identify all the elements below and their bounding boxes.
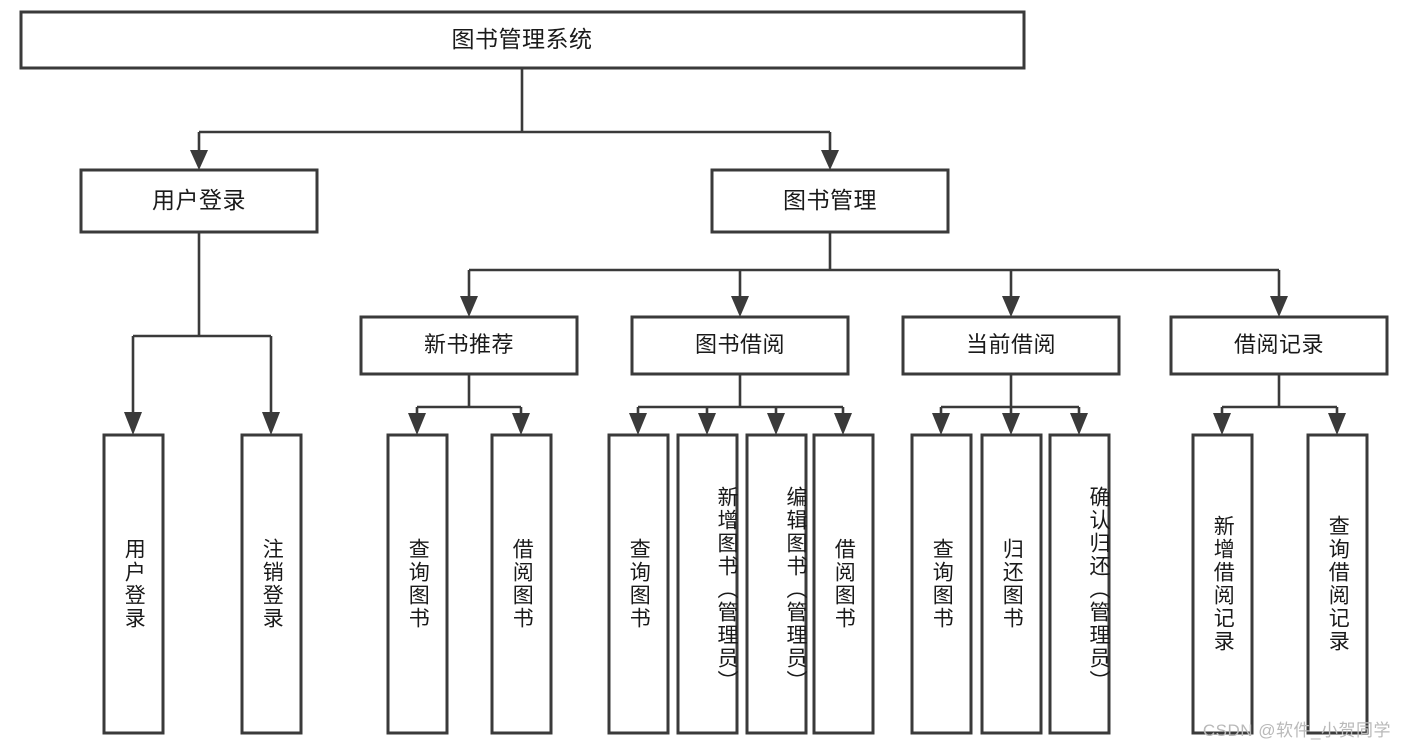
arrow-current-leaf-2 [1002, 413, 1020, 435]
node-current-borrow[interactable] [901, 315, 1121, 376]
arrow-current-leaf-3 [1070, 413, 1088, 435]
node-book-management-label: 图书管理 [783, 187, 877, 213]
node-leaf-book-borrow-4[interactable] [812, 433, 875, 735]
arrow-borrow-leaf-2 [698, 413, 716, 435]
node-leaf-user-login-2[interactable] [240, 433, 303, 735]
arrow-records-leaf-1 [1213, 413, 1231, 435]
node-leaf-current-borrow-3[interactable] [1048, 433, 1111, 735]
node-layer: 图书管理系统 用户登录 图书管理 新书推荐 图书借阅 当前借阅 借阅记录 [19, 10, 1389, 735]
node-user-login-label: 用户登录 [152, 187, 246, 213]
node-new-book-recommend-label: 新书推荐 [424, 332, 514, 357]
node-leaf-user-login-1[interactable] [102, 433, 165, 735]
node-leaf-book-borrow-1[interactable] [607, 433, 670, 735]
node-user-login[interactable] [79, 168, 319, 234]
arrow-bookmgmt-to-records [1270, 296, 1288, 317]
arrow-bookmgmt-to-current [1002, 296, 1020, 317]
arrow-records-leaf-2 [1328, 413, 1346, 435]
node-leaf-book-borrow-2[interactable] [676, 433, 739, 735]
node-new-book-recommend[interactable] [359, 315, 579, 376]
arrow-borrow-leaf-1 [629, 413, 647, 435]
node-leaf-book-borrow-3[interactable] [745, 433, 808, 735]
node-leaf-borrow-records-2[interactable] [1306, 433, 1369, 735]
arrow-new-leaf-2 [512, 413, 530, 435]
arrow-new-leaf-1 [408, 413, 426, 435]
node-current-borrow-label: 当前借阅 [966, 332, 1056, 357]
connector-layer [124, 68, 1346, 435]
csdn-watermark: CSDN @软件_小贺同学 [1202, 721, 1391, 740]
node-leaf-borrow-records-1[interactable] [1191, 433, 1254, 735]
node-leaf-current-borrow-2[interactable] [980, 433, 1043, 735]
node-borrow-records[interactable] [1169, 315, 1389, 376]
node-borrow-records-label: 借阅记录 [1234, 332, 1324, 357]
node-book-borrow[interactable] [630, 315, 850, 376]
arrow-root-to-login [190, 150, 208, 170]
arrow-borrow-leaf-4 [834, 413, 852, 435]
arrow-current-leaf-1 [932, 413, 950, 435]
arrow-borrow-leaf-3 [767, 413, 785, 435]
node-book-borrow-label: 图书借阅 [695, 332, 785, 357]
arrow-bookmgmt-to-new [460, 296, 478, 317]
node-root[interactable] [19, 10, 1026, 70]
arrow-login-leaf-2 [262, 412, 280, 435]
node-root-label: 图书管理系统 [452, 26, 593, 52]
node-leaf-new-book-1[interactable] [386, 433, 449, 735]
node-leaf-new-book-2[interactable] [490, 433, 553, 735]
node-book-management[interactable] [710, 168, 950, 234]
arrow-login-leaf-1 [124, 412, 142, 435]
arrow-bookmgmt-to-borrow [731, 296, 749, 317]
arrow-root-to-bookmgmt [821, 150, 839, 170]
node-leaf-current-borrow-1[interactable] [910, 433, 973, 735]
